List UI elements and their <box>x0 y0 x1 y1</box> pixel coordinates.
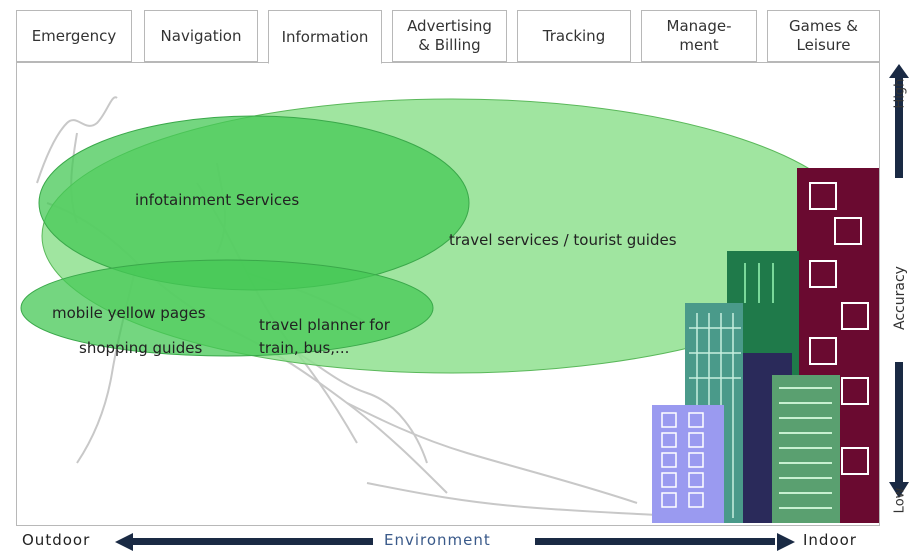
tab-tracking[interactable]: Tracking <box>517 10 631 62</box>
tab-label: Information <box>281 27 369 46</box>
tab-label: Advertising & Billing <box>407 17 492 54</box>
building-lined-stripes <box>779 387 832 509</box>
buildings-illustration <box>652 168 879 523</box>
accuracy-high-label: High <box>892 78 908 109</box>
environment-label: Environment <box>384 531 491 549</box>
tab-emergency[interactable]: Emergency <box>16 10 132 62</box>
travel-planner-label-1: travel planner for <box>259 316 391 334</box>
infotainment-label: infotainment Services <box>135 191 299 209</box>
shopping-guides-label: shopping guides <box>79 339 202 357</box>
diagram-panel: infotainment Services travel services / … <box>16 62 880 526</box>
service-diagram: infotainment Services travel services / … <box>20 96 879 523</box>
travel-services-label: travel services / tourist guides <box>449 231 677 249</box>
accuracy-low-label: Low <box>892 487 908 514</box>
yellow-pages-ellipse <box>20 259 434 357</box>
accuracy-axis-arrow <box>889 64 909 498</box>
tab-label: Games & Leisure <box>789 17 858 54</box>
yellow-pages-label: mobile yellow pages <box>52 304 206 322</box>
tab-label: Manage- ment <box>666 17 732 54</box>
tab-information[interactable]: Information <box>268 10 382 64</box>
travel-planner-label-2: train, bus,... <box>259 339 349 357</box>
tab-navigation[interactable]: Navigation <box>144 10 258 62</box>
outdoor-label: Outdoor <box>22 531 91 549</box>
tab-label: Tracking <box>542 26 606 45</box>
environment-axis-arrow <box>115 533 795 551</box>
building-green-windows <box>744 263 774 303</box>
tab-label: Emergency <box>31 26 117 45</box>
tab-advertising-billing[interactable]: Advertising & Billing <box>392 10 507 62</box>
building-lavender <box>652 405 724 523</box>
building-lavender-windows <box>661 412 704 508</box>
tab-label: Navigation <box>160 26 242 45</box>
tab-management[interactable]: Manage- ment <box>641 10 757 62</box>
indoor-label: Indoor <box>803 531 857 549</box>
tab-games-leisure[interactable]: Games & Leisure <box>767 10 880 62</box>
accuracy-axis-label: Accuracy <box>892 266 908 330</box>
building-maroon-windows <box>809 182 869 475</box>
